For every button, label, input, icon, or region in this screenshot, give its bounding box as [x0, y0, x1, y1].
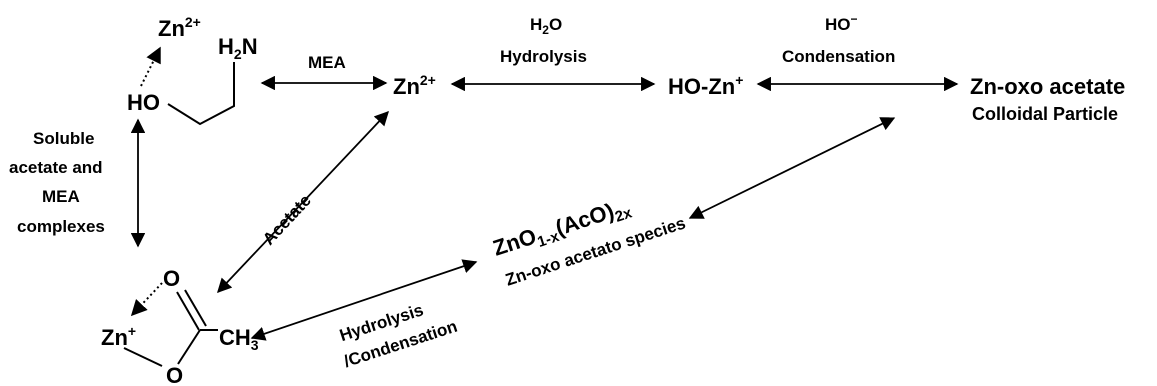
- condensation-label: Condensation: [782, 47, 895, 66]
- zn-o-bond: [123, 347, 163, 367]
- arrow-hydro-cond: [250, 259, 478, 341]
- hydrolysis-label: Hydrolysis: [500, 47, 587, 66]
- mea-skeleton: [167, 62, 235, 126]
- h2o-label: H2O: [530, 15, 562, 37]
- soluble-line3: MEA: [42, 187, 80, 206]
- acetate-o-bottom: O: [166, 363, 183, 386]
- arrow-acetate: [217, 110, 389, 294]
- coordination-arrow-top: [140, 46, 161, 87]
- zn-acetate-zn-label: Zn+: [101, 323, 136, 350]
- acetate-ch3-label: CH3: [219, 325, 259, 353]
- zn2-center-label: Zn2+: [393, 72, 436, 99]
- h2n-label: H2N: [218, 34, 258, 62]
- mea-label: MEA: [308, 53, 346, 72]
- soluble-line1: Soluble: [33, 129, 94, 148]
- product-line1: Zn-oxo acetate: [970, 74, 1125, 99]
- soluble-line4: complexes: [17, 217, 105, 236]
- ho-zn-label: HO-Zn+: [668, 72, 743, 99]
- c-o-double-bond-2: [184, 289, 207, 327]
- coordination-arrow-bottom: [130, 282, 163, 317]
- arrow-species-product: [688, 117, 896, 219]
- acetate-o-top: O: [163, 266, 180, 291]
- o-c-bond: [177, 329, 201, 365]
- acetate-label: Acetate: [259, 191, 315, 249]
- zno-species-group: ZnO1-x(AcO)2x Zn-oxo acetato species: [490, 198, 688, 289]
- soluble-line2: acetate and: [9, 158, 103, 177]
- zn2-top-label: Zn2+: [158, 14, 201, 41]
- ho-minus-label: HO−: [825, 12, 858, 34]
- c-o-double-bond-1: [176, 291, 200, 331]
- product-line2: Colloidal Particle: [972, 104, 1118, 124]
- ho-label: HO: [127, 90, 160, 115]
